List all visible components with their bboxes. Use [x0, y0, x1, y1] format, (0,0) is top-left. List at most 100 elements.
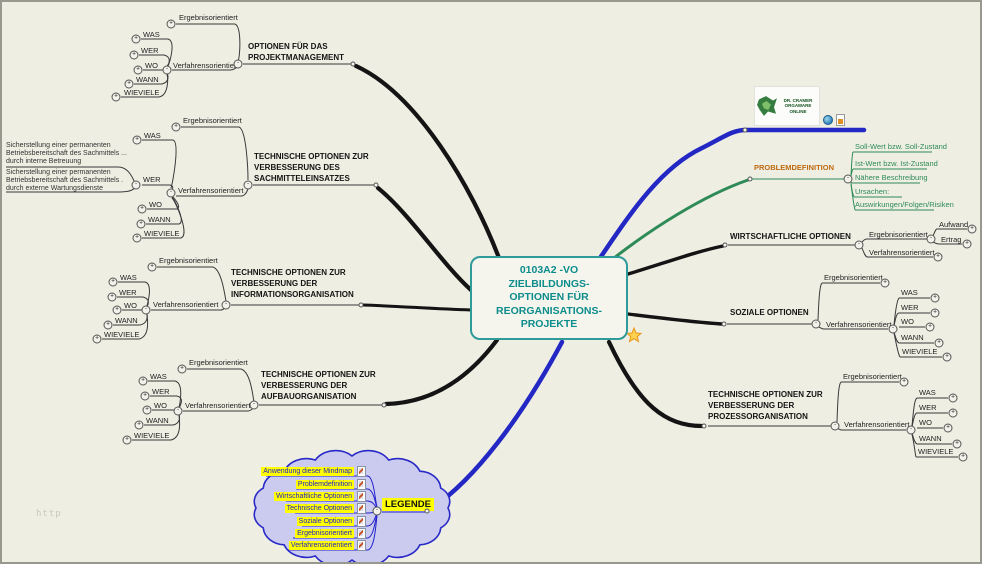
- note-icon[interactable]: [357, 479, 366, 490]
- leaf-wann[interactable]: WANN: [901, 333, 924, 342]
- note-icon[interactable]: [357, 466, 366, 477]
- note-icon[interactable]: [357, 503, 366, 514]
- expand-icon[interactable]: [107, 292, 117, 302]
- subtopic-verfahrensorientiert[interactable]: Verfahrensorientiert: [185, 401, 251, 410]
- legend-link-wirtschaftliche[interactable]: Wirtschaftliche Optionen: [274, 491, 366, 502]
- subtopic-ergebnisorientiert[interactable]: Ergebnisorientiert: [189, 358, 248, 367]
- leaf-wo[interactable]: WO: [124, 301, 137, 310]
- expand-icon[interactable]: [124, 79, 134, 89]
- legend-link-label[interactable]: Verfahrensorientiert: [288, 540, 354, 551]
- subtopic-verfahrensorientiert[interactable]: Verfahrensorientiert: [178, 186, 244, 195]
- collapse-icon[interactable]: [131, 180, 141, 190]
- expand-icon[interactable]: [132, 233, 142, 243]
- note-interne-betreuung[interactable]: Sicherstellung einer permanenten Betrieb…: [6, 142, 127, 166]
- leaf-was[interactable]: WAS: [919, 388, 936, 397]
- legend-link-technische[interactable]: Technische Optionen: [284, 503, 366, 514]
- leaf-wann[interactable]: WANN: [136, 75, 159, 84]
- collapse-icon[interactable]: [372, 506, 382, 516]
- collapse-icon[interactable]: [843, 174, 853, 184]
- expand-icon[interactable]: [962, 239, 972, 249]
- legend-link-anwendung[interactable]: Anwendung dieser Mindmap: [261, 466, 366, 477]
- subtopic-verfahrensorientiert[interactable]: Verfahrensorientiert: [869, 248, 935, 257]
- expand-icon[interactable]: [129, 50, 139, 60]
- leaf-wo[interactable]: WO: [901, 317, 914, 326]
- leaf-wer[interactable]: WER: [919, 403, 937, 412]
- collapse-icon[interactable]: [811, 319, 821, 329]
- leaf-wer[interactable]: WER: [119, 288, 137, 297]
- note-icon[interactable]: [357, 540, 366, 551]
- expand-icon[interactable]: [967, 224, 977, 234]
- leaf-wer[interactable]: WER: [141, 46, 159, 55]
- leaf-wieviele[interactable]: WIEVIELE: [104, 330, 140, 339]
- collapse-icon[interactable]: [926, 234, 936, 244]
- legend-link-ergebnisorientiert[interactable]: Ergebnisorientiert: [295, 528, 366, 539]
- expand-icon[interactable]: [899, 377, 909, 387]
- collapse-icon[interactable]: [162, 65, 172, 75]
- legend-link-soziale[interactable]: Soziale Optionen: [296, 516, 366, 527]
- expand-icon[interactable]: [142, 405, 152, 415]
- topic-soziale-optionen[interactable]: SOZIALE OPTIONEN: [730, 308, 809, 317]
- expand-icon[interactable]: [147, 262, 157, 272]
- expand-icon[interactable]: [138, 376, 148, 386]
- collapse-icon[interactable]: [243, 180, 253, 190]
- leaf-wo[interactable]: WO: [149, 200, 162, 209]
- topic-wirtschaftliche-optionen[interactable]: WIRTSCHAFTLICHE OPTIONEN: [730, 232, 851, 241]
- expand-icon[interactable]: [177, 364, 187, 374]
- legend-link-label[interactable]: Problemdefinition: [295, 479, 354, 490]
- expand-icon[interactable]: [108, 277, 118, 287]
- topic-aufbauorganisation[interactable]: TECHNISCHE OPTIONEN ZUR VERBESSERUNG DER…: [261, 370, 376, 401]
- collapse-icon[interactable]: [249, 400, 259, 410]
- expand-icon[interactable]: [948, 393, 958, 403]
- expand-icon[interactable]: [132, 135, 142, 145]
- subtopic-verfahrensorientiert[interactable]: Verfahrensorientiert: [173, 61, 239, 70]
- expand-icon[interactable]: [943, 423, 953, 433]
- expand-icon[interactable]: [131, 34, 141, 44]
- link-auswirkungen[interactable]: Auswirkungen/Folgen/Risiken: [855, 200, 954, 209]
- leaf-wo[interactable]: WO: [154, 401, 167, 410]
- leaf-ertrag[interactable]: Ertrag: [941, 235, 962, 244]
- leaf-was[interactable]: WAS: [120, 273, 137, 282]
- leaf-aufwand[interactable]: Aufwand: [939, 220, 969, 229]
- expand-icon[interactable]: [930, 308, 940, 318]
- collapse-icon[interactable]: [888, 324, 898, 334]
- expand-icon[interactable]: [880, 278, 890, 288]
- expand-icon[interactable]: [137, 204, 147, 214]
- subtopic-verfahrensorientiert[interactable]: Verfahrensorientiert: [153, 300, 219, 309]
- leaf-wann[interactable]: WANN: [148, 215, 171, 224]
- expand-icon[interactable]: [92, 334, 102, 344]
- link-soll-wert[interactable]: Soll-Wert bzw. Soll-Zustand: [855, 142, 947, 151]
- legend-link-label[interactable]: Technische Optionen: [284, 503, 354, 514]
- expand-icon[interactable]: [112, 305, 122, 315]
- subtopic-ergebnisorientiert[interactable]: Ergebnisorientiert: [179, 13, 238, 22]
- subtopic-ergebnisorientiert[interactable]: Ergebnisorientiert: [183, 116, 242, 125]
- collapse-icon[interactable]: [141, 305, 151, 315]
- expand-icon[interactable]: [930, 293, 940, 303]
- subtopic-ergebnisorientiert[interactable]: Ergebnisorientiert: [159, 256, 218, 265]
- collapse-icon[interactable]: [830, 421, 840, 431]
- collapse-icon[interactable]: [166, 188, 176, 198]
- leaf-wann[interactable]: WANN: [146, 416, 169, 425]
- expand-icon[interactable]: [934, 338, 944, 348]
- note-icon[interactable]: [357, 516, 366, 527]
- leaf-wann[interactable]: WANN: [919, 434, 942, 443]
- legend-link-label[interactable]: Anwendung dieser Mindmap: [261, 466, 354, 477]
- subtopic-verfahrensorientiert[interactable]: Verfahrensorientiert: [826, 320, 892, 329]
- link-ist-wert[interactable]: Ist-Wert bzw. Ist-Zustand: [855, 159, 938, 168]
- leaf-was[interactable]: WAS: [143, 30, 160, 39]
- leaf-wer[interactable]: WER: [152, 387, 170, 396]
- expand-icon[interactable]: [166, 19, 176, 29]
- expand-icon[interactable]: [942, 352, 952, 362]
- legend-link-label[interactable]: Ergebnisorientiert: [295, 528, 354, 539]
- subtopic-verfahrensorientiert[interactable]: Verfahrensorientiert: [844, 420, 910, 429]
- subtopic-ergebnisorientiert[interactable]: Ergebnisorientiert: [824, 273, 883, 282]
- legend-link-label[interactable]: Wirtschaftliche Optionen: [274, 491, 354, 502]
- expand-icon[interactable]: [925, 322, 935, 332]
- central-topic[interactable]: 0103A2 -VO ZIELBILDUNGS- OPTIONEN FÜR RE…: [470, 256, 628, 340]
- expand-icon[interactable]: [933, 252, 943, 262]
- leaf-was[interactable]: WAS: [144, 131, 161, 140]
- note-externe-wartungsdienste[interactable]: Sicherstellung einer permanenten Betrieb…: [6, 169, 124, 193]
- leaf-was[interactable]: WAS: [901, 288, 918, 297]
- collapse-icon[interactable]: [173, 406, 183, 416]
- subtopic-ergebnisorientiert[interactable]: Ergebnisorientiert: [869, 230, 928, 239]
- collapse-icon[interactable]: [233, 59, 243, 69]
